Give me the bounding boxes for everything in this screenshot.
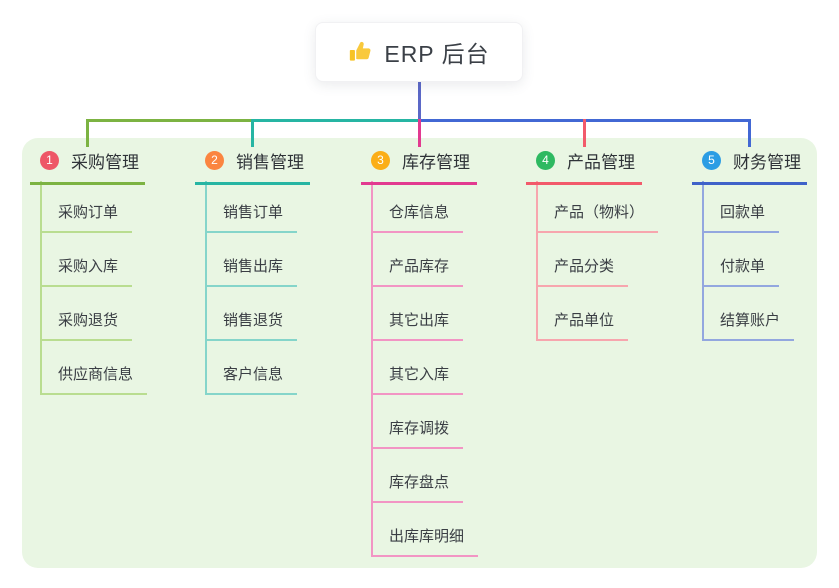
branch-number-badge: 3 [371, 151, 390, 170]
leaf-node[interactable]: 客户信息 [205, 365, 298, 395]
leaf-node[interactable]: 采购退货 [40, 311, 133, 341]
connector-trunk-green [86, 119, 254, 122]
branch-label: 财务管理 [733, 153, 801, 172]
branch-child-line [40, 181, 42, 395]
branch-number-badge: 4 [536, 151, 555, 170]
branch-child-line [702, 181, 704, 341]
leaf-node[interactable]: 仓库信息 [371, 203, 464, 233]
connector-drop-2 [251, 119, 254, 147]
connector-drop-3 [417, 119, 421, 147]
branch-label: 销售管理 [236, 153, 304, 172]
branch-node-1[interactable]: 1 采购管理 [30, 148, 145, 185]
leaf-node[interactable]: 产品单位 [536, 311, 629, 341]
branch-label: 库存管理 [402, 153, 470, 172]
leaf-node[interactable]: 库存盘点 [371, 473, 464, 503]
connector-trunk-teal [251, 119, 421, 122]
branch-node-3[interactable]: 3 库存管理 [361, 148, 477, 185]
branch-number-badge: 1 [40, 151, 59, 170]
leaf-node[interactable]: 结算账户 [702, 311, 795, 341]
leaf-node[interactable]: 供应商信息 [40, 365, 148, 395]
branch-child-line [536, 181, 538, 341]
branch-label: 产品管理 [567, 153, 635, 172]
branch-child-line [205, 181, 207, 395]
leaf-node[interactable]: 其它入库 [371, 365, 464, 395]
branch-label: 采购管理 [71, 153, 139, 172]
leaf-node[interactable]: 采购订单 [40, 203, 133, 233]
leaf-node[interactable]: 出库库明细 [371, 527, 479, 557]
connector-drop-5 [748, 119, 751, 147]
root-node-label: ERP 后台 [384, 41, 490, 67]
leaf-node[interactable]: 回款单 [702, 203, 780, 233]
branch-node-2[interactable]: 2 销售管理 [195, 148, 310, 185]
branch-node-5[interactable]: 5 财务管理 [692, 148, 807, 185]
leaf-node[interactable]: 库存调拨 [371, 419, 464, 449]
connector-drop-4 [582, 119, 586, 147]
leaf-node[interactable]: 销售出库 [205, 257, 298, 287]
root-node[interactable]: ERP 后台 [315, 22, 523, 82]
branches-panel [22, 138, 817, 568]
connector-root-stem [417, 82, 421, 122]
leaf-node[interactable]: 销售订单 [205, 203, 298, 233]
leaf-node[interactable]: 销售退货 [205, 311, 298, 341]
branch-number-badge: 5 [702, 151, 721, 170]
branch-number-badge: 2 [205, 151, 224, 170]
thumbs-up-icon [348, 39, 374, 65]
leaf-node[interactable]: 采购入库 [40, 257, 133, 287]
branch-child-line [371, 181, 373, 557]
leaf-node[interactable]: 付款单 [702, 257, 780, 287]
leaf-node[interactable]: 产品库存 [371, 257, 464, 287]
leaf-node[interactable]: 产品（物料） [536, 203, 659, 233]
leaf-node[interactable]: 其它出库 [371, 311, 464, 341]
leaf-node[interactable]: 产品分类 [536, 257, 629, 287]
connector-drop-1 [86, 119, 89, 147]
branch-node-4[interactable]: 4 产品管理 [526, 148, 642, 185]
